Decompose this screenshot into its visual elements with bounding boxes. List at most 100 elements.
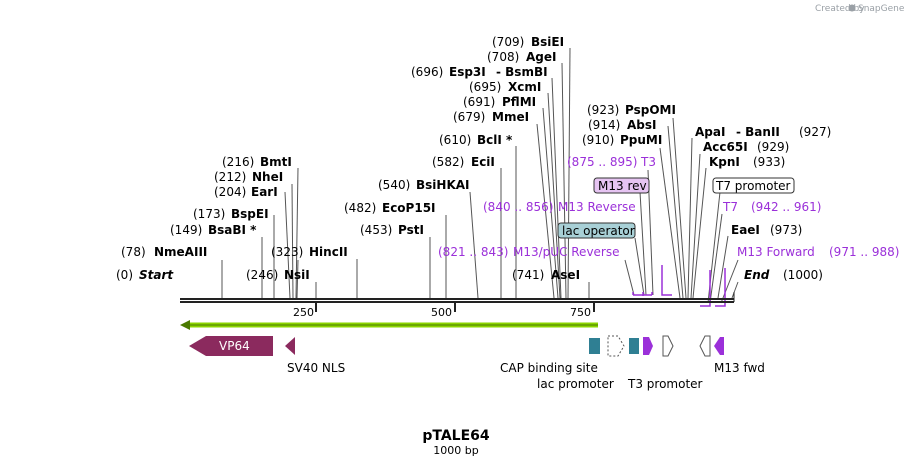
site-name[interactable]: AseI (551, 268, 580, 282)
site-pos: (929) (757, 140, 789, 154)
site-name[interactable]: BsiHKAI (416, 178, 470, 192)
t7-promoter-label: T7 promoter (715, 179, 791, 193)
site-pos: (610) (439, 133, 471, 147)
primer-name[interactable]: M13 Reverse (558, 200, 636, 214)
cap-binding-site-label: CAP binding site (500, 361, 598, 375)
site-pos: (927) (799, 125, 831, 139)
sv40-nls-label: SV40 NLS (287, 361, 345, 375)
vp64-label: VP64 (219, 339, 250, 353)
end-label: End (744, 268, 770, 282)
primer-range: (942 .. 961) (751, 200, 821, 214)
site-name[interactable]: KpnI (709, 155, 740, 169)
site-pos: (691) (463, 95, 495, 109)
site-name[interactable]: BspEI (231, 207, 269, 221)
ruler-tick-marks (315, 303, 595, 312)
sv40-nls-feature[interactable] (285, 337, 295, 355)
t7-promoter-feature[interactable] (699, 335, 711, 357)
lac-promoter-feature[interactable] (607, 335, 625, 357)
site-pos: (914) (588, 118, 620, 132)
site-name[interactable]: MmeI (492, 110, 529, 124)
site-name[interactable]: Acc65I (703, 140, 748, 154)
site-pos: (453) (360, 223, 392, 237)
primer-markers (632, 265, 726, 307)
primer-range: (875 .. 895) (567, 155, 637, 169)
site-pos: (679) (453, 110, 485, 124)
site-pos: (695) (469, 80, 501, 94)
site-name[interactable]: HincII (309, 245, 348, 259)
cap-binding-site-feature[interactable] (589, 338, 600, 354)
site-pos: (923) (587, 103, 619, 117)
plasmid-name: pTALE64 (422, 428, 490, 444)
lac-promoter-label: lac promoter (537, 377, 614, 391)
m13-rev-feature[interactable] (643, 337, 653, 355)
site-pos: (582) (432, 155, 464, 169)
primer-name[interactable]: M13 Forward (737, 245, 815, 259)
end-position: (1000) (783, 268, 823, 282)
site-pos: (216) (222, 155, 254, 169)
site-name[interactable]: NsiI (284, 268, 310, 282)
plasmid-size: 1000 bp (433, 444, 478, 457)
site-name[interactable]: EaeI (731, 223, 760, 237)
site-name[interactable]: PflMI (502, 95, 536, 109)
site-pos: (204) (214, 185, 246, 199)
site-pos: (933) (753, 155, 785, 169)
site-name[interactable]: AbsI (627, 118, 656, 132)
site-name[interactable]: BsiEI (531, 35, 564, 49)
site-pos: (323) (271, 245, 303, 259)
primer-name[interactable]: T7 (722, 200, 738, 214)
site-name-extra[interactable]: - BanII (736, 125, 780, 139)
credit-brand: SnapGene (858, 4, 905, 14)
site-pos: (246) (246, 268, 278, 282)
site-pos: (696) (411, 65, 443, 79)
site-pos: (78) (121, 245, 146, 259)
site-name-extra[interactable]: - BsmBI (496, 65, 548, 79)
lac-operator-label: lac operator (562, 224, 635, 238)
primer-labels: (821 .. 843) M13/pUC Reverse (840 .. 856… (438, 155, 899, 259)
site-name[interactable]: EarI (251, 185, 278, 199)
restriction-site-labels: (78) NmeAIII (149) BsaBI * (173) BspEI (… (121, 35, 831, 282)
site-name[interactable]: BsaBI * (208, 223, 257, 237)
lac-operator-label-box[interactable] (557, 222, 636, 239)
site-pos: (910) (582, 133, 614, 147)
m13-fwd-label: M13 fwd (714, 361, 765, 375)
vp64-feature[interactable] (189, 336, 273, 356)
site-name[interactable]: PstI (398, 223, 424, 237)
orf-arrow-head (180, 320, 190, 330)
site-pos: (741) (512, 268, 544, 282)
primer-range: (821 .. 843) (438, 245, 508, 259)
site-name[interactable]: BclI * (477, 133, 513, 147)
site-pos: (149) (170, 223, 202, 237)
t7-promoter-label-box[interactable] (712, 177, 795, 194)
site-name[interactable]: PspOMI (625, 103, 676, 117)
m13-fwd-feature[interactable] (714, 337, 724, 355)
start-position: (0) (116, 268, 133, 282)
primer-name[interactable]: M13/pUC Reverse (513, 245, 620, 259)
t3-promoter-label: T3 promoter (627, 377, 703, 391)
site-name[interactable]: NmeAIII (154, 245, 207, 259)
site-pos: (482) (344, 201, 376, 215)
t3-promoter-feature[interactable] (662, 335, 674, 357)
site-pos: (540) (378, 178, 410, 192)
site-pos: (708) (487, 50, 519, 64)
m13-rev-label-box[interactable] (593, 177, 650, 194)
site-pos: (973) (770, 223, 802, 237)
site-name[interactable]: Esp3I (449, 65, 486, 79)
start-label: Start (139, 268, 174, 282)
site-name[interactable]: NheI (252, 170, 283, 184)
site-name[interactable]: EcoP15I (382, 201, 436, 215)
site-name[interactable]: EciI (471, 155, 495, 169)
lac-operator-feature[interactable] (629, 338, 639, 354)
m13-rev-label: M13 rev (598, 179, 647, 193)
site-name[interactable]: PpuMI (620, 133, 662, 147)
site-pos: (173) (193, 207, 225, 221)
snapgene-logo-icon (848, 4, 856, 12)
site-name[interactable]: XcmI (508, 80, 541, 94)
site-name[interactable]: BmtI (260, 155, 292, 169)
ruler-tick-label: 500 (431, 306, 452, 319)
site-pos: (212) (214, 170, 246, 184)
primer-name[interactable]: T3 (640, 155, 656, 169)
ruler-tick-label: 750 (570, 306, 591, 319)
site-name[interactable]: AgeI (526, 50, 556, 64)
site-name[interactable]: ApaI (695, 125, 725, 139)
